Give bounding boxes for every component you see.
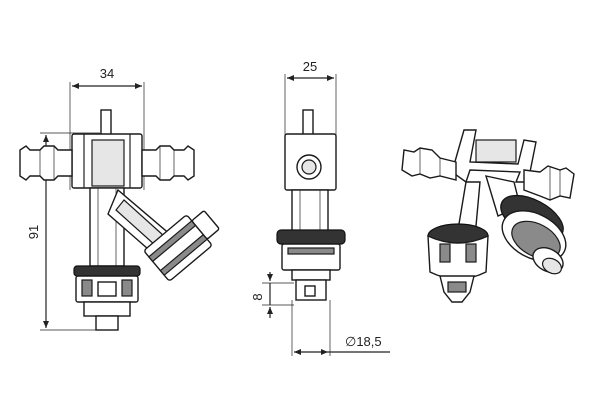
height-label: 91 (26, 225, 41, 239)
side-width-label: 25 (303, 59, 317, 74)
diameter-label: ∅18,5 (345, 334, 382, 349)
side-view: 25 8 ∅18,5 (250, 59, 390, 356)
front-view: 34 91 (19, 66, 220, 331)
stem-height-label: 8 (250, 293, 265, 300)
front-width-label: 34 (100, 66, 114, 81)
isometric-view (401, 129, 575, 303)
